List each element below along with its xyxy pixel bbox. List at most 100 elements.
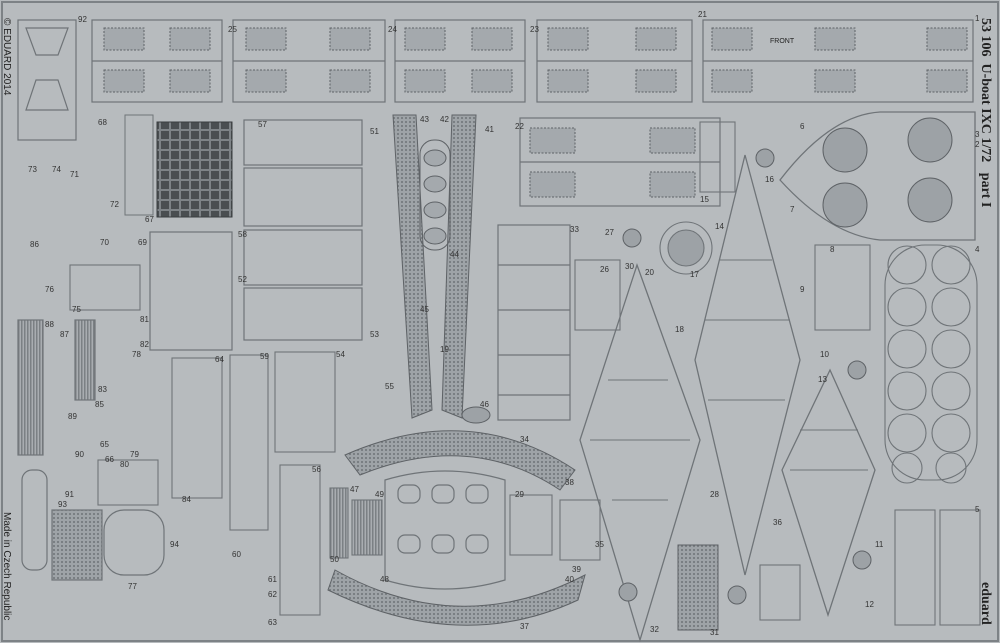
part-number-57: 57 (258, 120, 267, 129)
panel-hatches (103, 27, 968, 198)
part-number-81: 81 (140, 315, 149, 324)
part-number-92: 92 (78, 15, 87, 24)
part-number-60: 60 (232, 550, 241, 559)
part-number-85: 85 (95, 400, 104, 409)
part-number-35: 35 (595, 540, 604, 549)
part-number-17: 17 (690, 270, 699, 279)
grille-part (156, 121, 233, 218)
part-number-75: 75 (72, 305, 81, 314)
part-number-45: 45 (420, 305, 429, 314)
product-part: part I (978, 172, 993, 208)
product-name: U-boat IXC 1/72 (978, 63, 993, 163)
part-number-87: 87 (60, 330, 69, 339)
part-number-5: 5 (975, 505, 980, 514)
porthole-strip (419, 139, 451, 251)
part-number-34: 34 (520, 435, 529, 444)
part-number-44: 44 (450, 250, 459, 259)
part-number-29: 29 (515, 490, 524, 499)
part-number-72: 72 (110, 200, 119, 209)
part-number-37: 37 (520, 622, 529, 631)
hatch-column (884, 244, 978, 484)
deck-section (384, 470, 506, 590)
ladder-part (497, 224, 571, 421)
part-number-64: 64 (215, 355, 224, 364)
part-number-73: 73 (28, 165, 37, 174)
front-label: FRONT (770, 38, 795, 45)
part-number-3: 3 (975, 130, 980, 139)
part-number-69: 69 (138, 238, 147, 247)
part-number-88: 88 (45, 320, 54, 329)
part-number-56: 56 (312, 465, 321, 474)
part-number-24: 24 (388, 25, 397, 34)
part-number-2: 2 (975, 140, 980, 149)
part-number-18: 18 (675, 325, 684, 334)
part-number-28: 28 (710, 490, 719, 499)
part-number-90: 90 (75, 450, 84, 459)
part-number-84: 84 (182, 495, 191, 504)
top-panel-row (91, 19, 974, 207)
part-number-26: 26 (600, 265, 609, 274)
hull-parts (579, 111, 976, 643)
product-title: 53 106 U-boat IXC 1/72 part I (977, 18, 993, 207)
part-number-41: 41 (485, 125, 494, 134)
part-number-76: 76 (45, 285, 54, 294)
misc-small-parts (69, 121, 871, 616)
copyright-text: © EDUARD 2014 (1, 18, 12, 96)
part-number-36: 36 (773, 518, 782, 527)
part-number-62: 62 (268, 590, 277, 599)
part-number-33: 33 (570, 225, 579, 234)
part-number-13: 13 (818, 375, 827, 384)
part-number-32: 32 (650, 625, 659, 634)
mesh-panel (677, 544, 719, 631)
part-number-10: 10 (820, 350, 829, 359)
part-number-47: 47 (350, 485, 359, 494)
part-number-71: 71 (70, 170, 79, 179)
part-number-79: 79 (130, 450, 139, 459)
part-number-58: 58 (238, 230, 247, 239)
part-number-49: 49 (375, 490, 384, 499)
part-number-50: 50 (330, 555, 339, 564)
part-number-66: 66 (105, 455, 114, 464)
part-number-94: 94 (170, 540, 179, 549)
part-number-15: 15 (700, 195, 709, 204)
part-number-65: 65 (100, 440, 109, 449)
part-number-7: 7 (790, 205, 795, 214)
part-number-1: 1 (975, 14, 980, 23)
part-number-67: 67 (145, 215, 154, 224)
part-number-21: 21 (698, 10, 707, 19)
part-number-8: 8 (830, 245, 835, 254)
part-number-91: 91 (65, 490, 74, 499)
part-number-82: 82 (140, 340, 149, 349)
part-number-11: 11 (875, 540, 884, 549)
part-number-61: 61 (268, 575, 277, 584)
part-number-38: 38 (565, 478, 574, 487)
part-number-46: 46 (480, 400, 489, 409)
left-parts (17, 19, 165, 581)
made-in-text: Made in Czech Republic (1, 512, 12, 621)
part-number-78: 78 (132, 350, 141, 359)
part-number-51: 51 (370, 127, 379, 136)
part-number-16: 16 (765, 175, 774, 184)
part-number-12: 12 (865, 600, 874, 609)
part-number-19: 19 (440, 345, 449, 354)
part-number-93: 93 (58, 500, 67, 509)
part-number-48: 48 (380, 575, 389, 584)
part-number-70: 70 (100, 238, 109, 247)
round-bits (461, 148, 872, 605)
part-number-53: 53 (370, 330, 379, 339)
part-number-20: 20 (645, 268, 654, 277)
part-number-80: 80 (120, 460, 129, 469)
part-number-25: 25 (228, 25, 237, 34)
part-number-52: 52 (238, 275, 247, 284)
part-number-59: 59 (260, 352, 269, 361)
hull-dome-circles (822, 117, 953, 228)
part-number-42: 42 (440, 115, 449, 124)
part-number-55: 55 (385, 382, 394, 391)
part-number-31: 31 (710, 628, 719, 637)
part-number-86: 86 (30, 240, 39, 249)
part-number-43: 43 (420, 115, 429, 124)
part-number-54: 54 (336, 350, 345, 359)
part-number-77: 77 (128, 582, 137, 591)
